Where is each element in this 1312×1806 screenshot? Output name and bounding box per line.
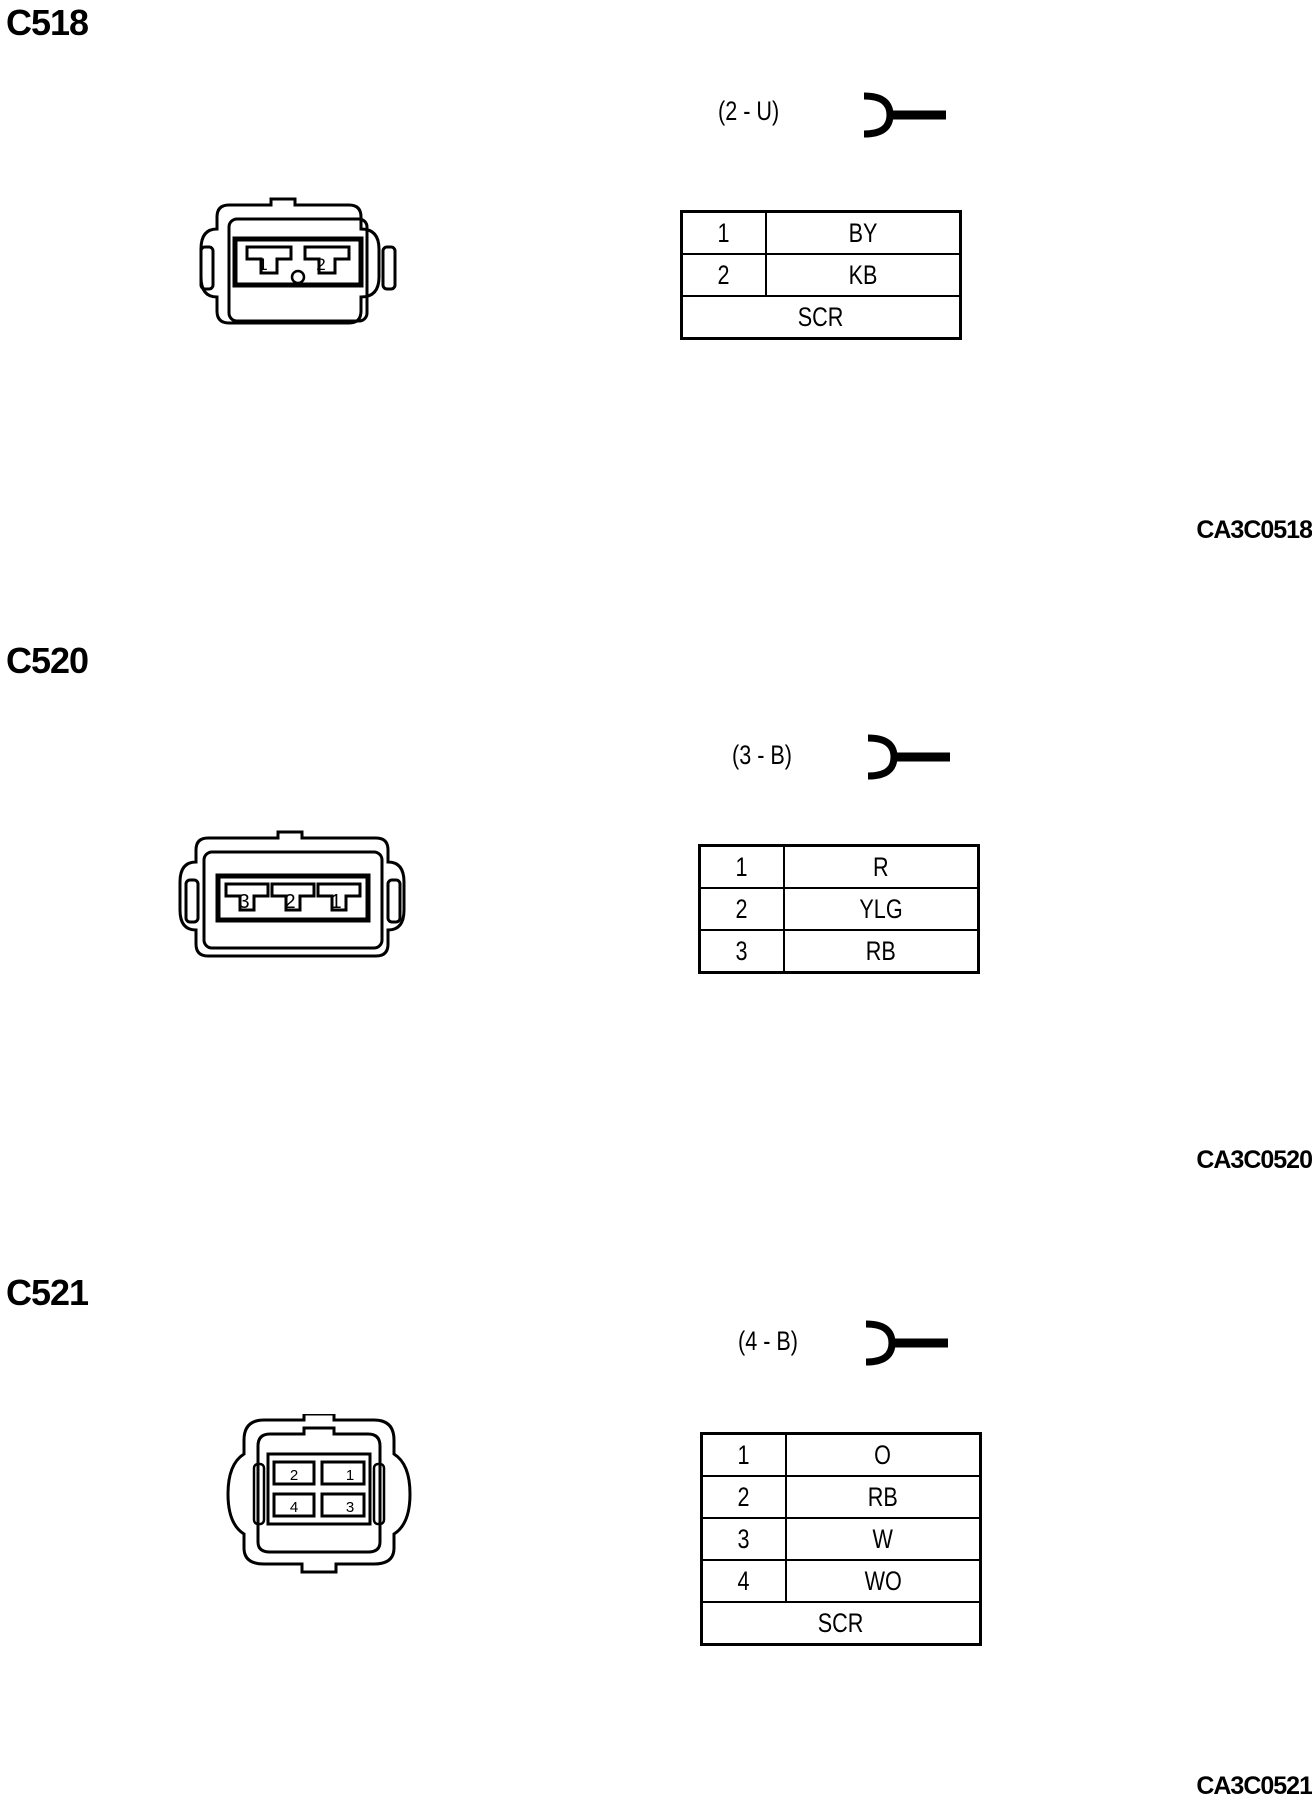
wire-color: KB [848,259,878,290]
connector-pin-label: 1 [330,891,341,913]
pin-number: 2 [737,1481,751,1512]
table-row: 3 W [700,1517,982,1561]
table-row: 2 KB [680,253,962,297]
wire-color: RB [865,935,896,966]
wire-color: W [872,1523,894,1554]
connector-code-info: (3 - B) [732,740,793,770]
connector-pin-label: 1 [346,1467,354,1484]
female-terminal-icon [865,1320,948,1366]
connector-pin-label: 2 [290,1467,298,1484]
connector-pin-label: 3 [238,891,249,913]
connector-face-c520: 3 2 1 [178,830,406,958]
pin-number: 1 [735,851,749,882]
pin-table: 1 BY 2 KB SCR [680,210,962,340]
pin-table: 1 O 2 RB 3 W 4 WO SCR [700,1432,982,1646]
pin-number: 2 [717,259,731,290]
wire-color: WO [864,1565,902,1596]
connector-pin-label: 1 [258,255,267,274]
pin-table: 1 R 2 YLG 3 RB [698,844,980,974]
connector-section-c520: C520 3 2 1 (3 - B) 1 R 2 YLG 3 RB CA3C05… [0,600,1312,1200]
connector-title: C521 [6,1272,89,1313]
connector-face-c521: 2 1 4 3 [226,1414,412,1574]
connector-code-info: (2 - U) [718,96,780,126]
table-row: 1 R [698,844,980,889]
table-row: 1 BY [680,210,962,255]
pin-number: 2 [735,893,749,924]
connector-section-c518: C518 1 2 (2 - U) 1 BY 2 KB SCR CA3C0518 [0,0,1312,560]
table-row: SCR [680,295,962,340]
wire-color: YLG [859,893,903,924]
connector-section-c521: C521 2 1 4 3 (4 - B) 1 O 2 RB 3 W [0,1230,1312,1806]
female-terminal-icon [863,92,946,138]
connector-pin-label: 2 [284,891,295,913]
connector-face-c518: 1 2 [199,197,397,325]
table-row: 1 O [700,1432,982,1477]
wire-color: O [874,1439,892,1470]
female-terminal-icon [867,734,950,780]
connector-title: C518 [6,2,89,43]
wire-color: R [873,851,889,882]
diagram-code: CA3C0521 [1196,1772,1312,1800]
pin-number: 3 [737,1523,751,1554]
connector-code-info: (4 - B) [738,1326,799,1356]
pin-number: 4 [737,1565,751,1596]
screen-label: SCR [798,301,844,332]
pin-number: 3 [735,935,749,966]
pin-number: 1 [737,1439,751,1470]
table-row: SCR [700,1601,982,1646]
screen-label: SCR [818,1607,864,1638]
diagram-code: CA3C0520 [1196,1146,1312,1174]
wire-color: BY [848,217,878,248]
connector-pin-label: 4 [290,1499,298,1516]
table-row: 3 RB [698,929,980,974]
diagram-code: CA3C0518 [1196,516,1312,544]
table-row: 4 WO [700,1559,982,1603]
table-row: 2 RB [700,1475,982,1519]
table-row: 2 YLG [698,887,980,931]
connector-pin-label: 2 [316,255,325,274]
connector-pin-label: 3 [346,1499,354,1516]
connector-title: C520 [6,640,89,681]
pin-number: 1 [717,217,731,248]
wire-color: RB [867,1481,898,1512]
